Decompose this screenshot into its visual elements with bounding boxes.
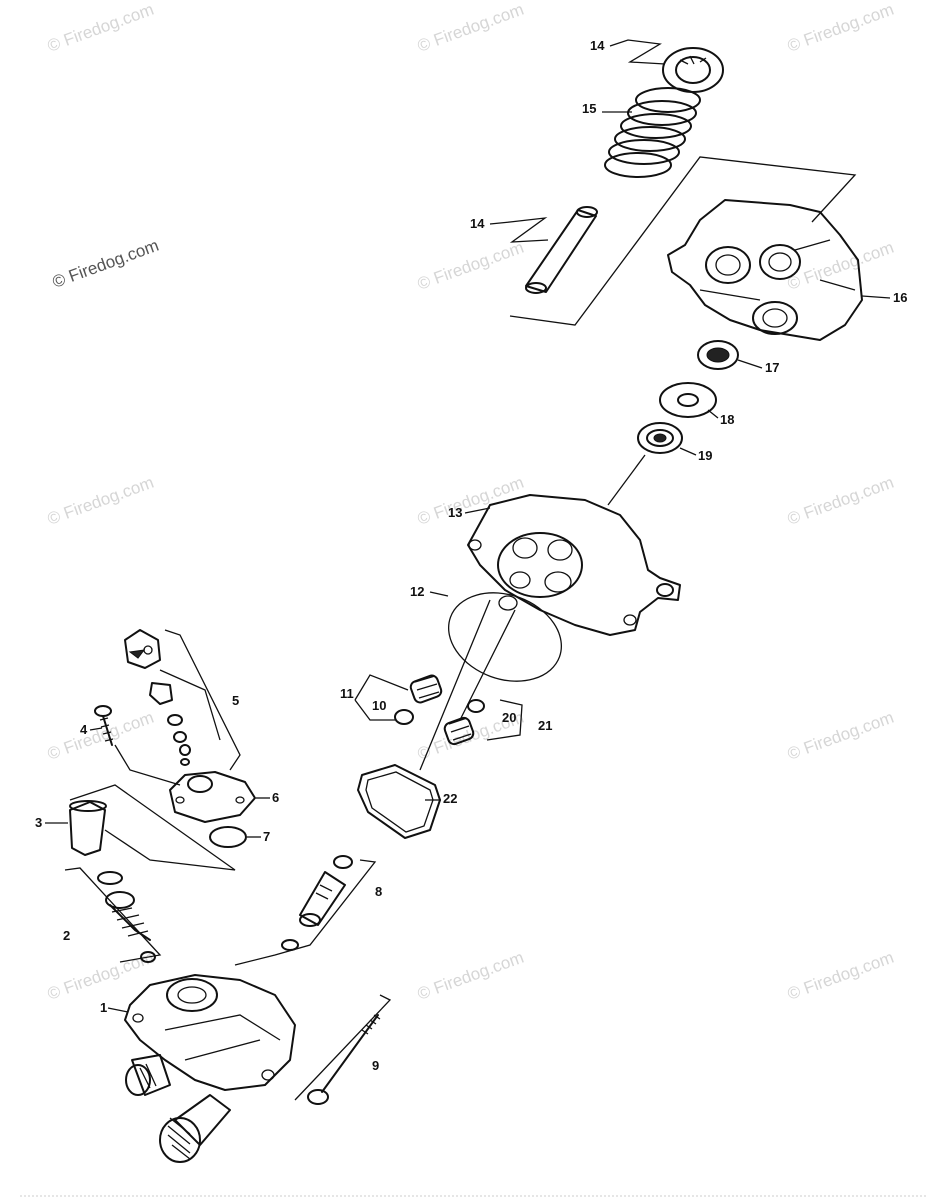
part-bolt-9 xyxy=(307,1014,381,1105)
label-part-4: 4 xyxy=(80,722,88,737)
label-part-12: 12 xyxy=(410,584,424,599)
part-washer-18 xyxy=(659,382,717,418)
watermark: © Firedog.com xyxy=(785,708,896,764)
label-part-17: 17 xyxy=(765,360,779,375)
leader-line xyxy=(114,744,181,786)
label-part-7: 7 xyxy=(263,829,270,844)
part-screw-4 xyxy=(94,705,114,746)
leader-bracket xyxy=(234,859,377,966)
top-cylinder-assembly xyxy=(509,47,863,506)
part-housing-16 xyxy=(667,199,863,341)
label-part-13: 13 xyxy=(448,505,462,520)
watermark: © Firedog.com xyxy=(785,473,896,529)
label-part-21: 21 xyxy=(538,718,552,733)
label-part-14-rod: 14 xyxy=(470,216,485,231)
part-seal-17 xyxy=(697,340,739,370)
label-part-22: 22 xyxy=(443,791,457,806)
label-part-3: 3 xyxy=(35,815,42,830)
label-part-9: 9 xyxy=(372,1058,379,1073)
part-oring-10 xyxy=(394,709,414,725)
leader-line xyxy=(607,454,646,506)
watermark: © Firedog.com xyxy=(45,473,156,529)
watermark-primary: © Firedog.com xyxy=(50,236,161,292)
label-part-2: 2 xyxy=(63,928,70,943)
leader-bracket xyxy=(294,994,392,1101)
label-part-19: 19 xyxy=(698,448,712,463)
part-seal-top xyxy=(662,47,724,93)
leader-bracket xyxy=(486,699,523,741)
part-sleeve-3 xyxy=(69,800,107,856)
part-labels: 1 2 3 4 5 6 7 8 9 10 11 12 13 14 14 15 1… xyxy=(35,38,907,1073)
lower-left-assembly xyxy=(64,629,392,1163)
label-part-16: 16 xyxy=(893,290,907,305)
leader-bracket xyxy=(509,156,857,326)
part-valve-11 xyxy=(409,674,443,704)
part-manifold-13 xyxy=(467,494,681,636)
label-part-6: 6 xyxy=(272,790,279,805)
leader-bracket xyxy=(64,867,162,963)
watermark: © Firedog.com xyxy=(415,0,526,56)
part-cover-6 xyxy=(169,771,256,823)
label-part-14-top: 14 xyxy=(590,38,605,53)
part-pump-body-1 xyxy=(124,974,296,1163)
middle-valve-assembly xyxy=(354,494,681,839)
leader-bracket xyxy=(69,784,236,871)
part-seal-19 xyxy=(637,422,683,454)
label-part-18: 18 xyxy=(720,412,734,427)
watermark: © Firedog.com xyxy=(45,0,156,56)
part-plunger-rod xyxy=(525,206,598,294)
label-part-8: 8 xyxy=(375,884,382,899)
part-shaft-8 xyxy=(281,855,353,951)
watermark: © Firedog.com xyxy=(415,948,526,1004)
label-part-10: 10 xyxy=(372,698,386,713)
part-oring-7 xyxy=(209,826,247,848)
leader-bracket xyxy=(159,629,241,771)
watermark: © Firedog.com xyxy=(785,948,896,1004)
label-part-1: 1 xyxy=(100,1000,107,1015)
part-gasket-22 xyxy=(357,764,441,839)
part-stack-5 xyxy=(124,629,191,766)
part-spring-15 xyxy=(604,87,701,178)
part-gasket-12 xyxy=(447,592,563,682)
leader-bracket xyxy=(354,674,409,721)
label-part-15: 15 xyxy=(582,101,596,116)
leader-line xyxy=(419,599,516,771)
label-part-20: 20 xyxy=(502,710,516,725)
part-valve-21 xyxy=(443,716,475,746)
part-spring-2 xyxy=(97,871,156,963)
watermark-layer: © Firedog.com © Firedog.com © Firedog.co… xyxy=(45,0,896,1004)
watermark: © Firedog.com xyxy=(415,238,526,294)
part-oring-20 xyxy=(467,699,485,713)
label-part-11: 11 xyxy=(340,686,354,701)
watermark: © Firedog.com xyxy=(785,0,896,56)
label-part-5: 5 xyxy=(232,693,239,708)
